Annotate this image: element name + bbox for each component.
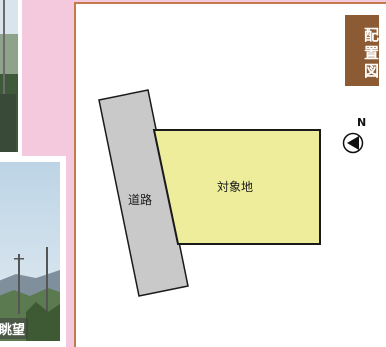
road-label: 道路 bbox=[128, 193, 153, 207]
north-compass: N bbox=[342, 116, 370, 156]
view-photo-image bbox=[0, 162, 60, 341]
map-title: 配置図 bbox=[345, 15, 380, 86]
road-shape bbox=[98, 89, 189, 297]
street-photo-image bbox=[0, 0, 18, 152]
site-parcel-shape bbox=[152, 129, 321, 245]
photo-caption: 眺望 bbox=[0, 318, 29, 339]
street-photo bbox=[0, 0, 22, 156]
view-photo: 眺望 bbox=[0, 156, 66, 347]
north-label: N bbox=[357, 116, 367, 129]
north-compass-icon bbox=[342, 132, 364, 154]
site-label: 対象地 bbox=[217, 180, 254, 194]
